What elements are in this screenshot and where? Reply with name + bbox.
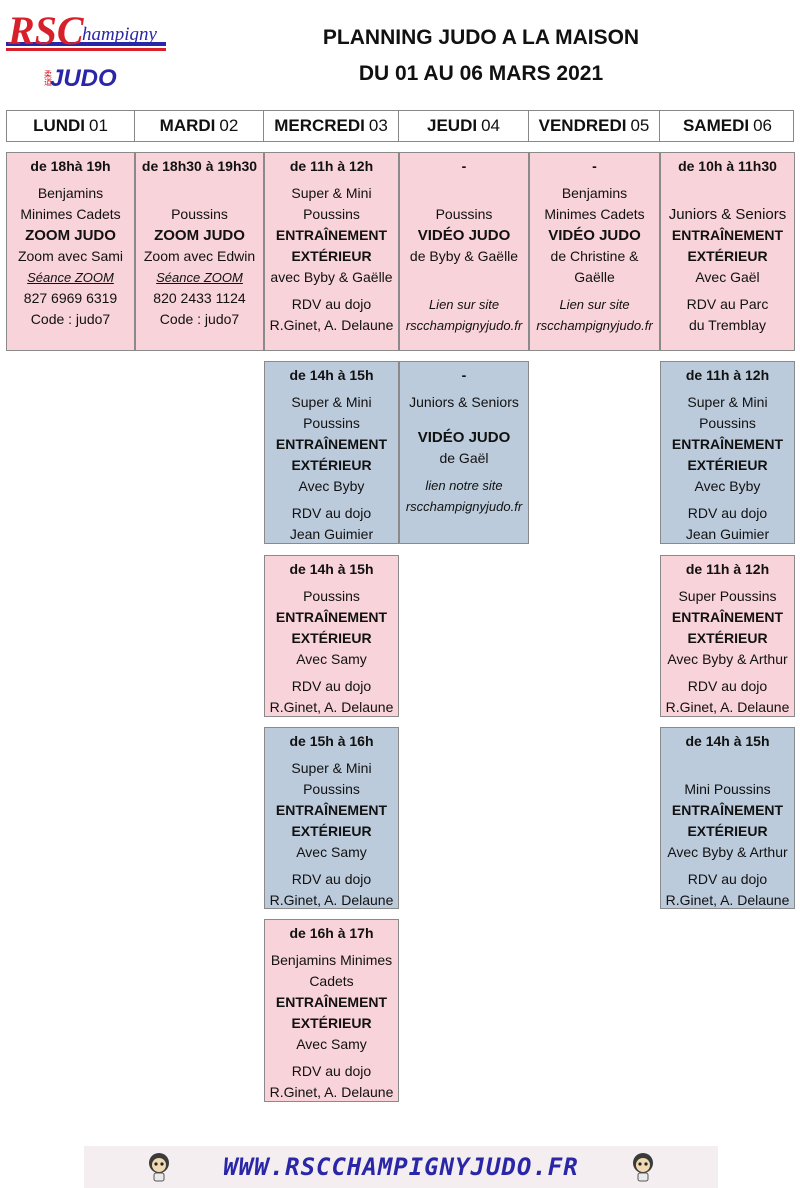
logo-city: hampigny [82,24,158,45]
session-samedi-3: de 11h à 12h Super Poussins ENTRAÎNEMENT… [660,555,795,717]
judoka-mascot-icon [633,1153,653,1182]
judoka-mascot-icon [149,1153,169,1182]
session-vendredi-1: - Benjamins Minimes Cadets VIDÉO JUDO de… [529,152,660,351]
session-mercredi-5: de 16h à 17h Benjamins Minimes Cadets EN… [264,919,399,1102]
logo-sport: JUDO [50,65,117,92]
club-logo: RSC hampigny JUDO 柔道 [6,8,166,92]
session-jeudi-1: - Poussins VIDÉO JUDO de Byby & Gaëlle L… [399,152,529,351]
page-subtitle: DU 01 AU 06 MARS 2021 [358,62,604,85]
logo-kanji: 柔道 [44,69,53,87]
footer-url[interactable]: WWW.RSCCHAMPIGNYJUDO.FR [223,1153,579,1181]
logo-club: RSC [7,8,85,53]
footer-banner: WWW.RSCCHAMPIGNYJUDO.FR [84,1146,718,1188]
session-mercredi-1: de 11h à 12h Super & Mini Poussins ENTRA… [264,152,399,351]
session-jeudi-2: - Juniors & Seniors VIDÉO JUDO de Gaël l… [399,361,529,544]
session-samedi-4: de 14h à 15h Mini Poussins ENTRAÎNEMENT … [660,727,795,909]
session-lundi-1: de 18hà 19h Benjamins Minimes Cadets ZOO… [6,152,135,351]
session-samedi-1: de 10h à 11h30 Juniors & Seniors ENTRAÎN… [660,152,795,351]
session-mercredi-2: de 14h à 15h Super & Mini Poussins ENTRA… [264,361,399,544]
session-samedi-2: de 11h à 12h Super & Mini Poussins ENTRA… [660,361,795,544]
session-mardi-1: de 18h30 à 19h30 Poussins ZOOM JUDO Zoom… [135,152,264,351]
session-mercredi-4: de 15h à 16h Super & Mini Poussins ENTRA… [264,727,399,909]
session-mercredi-3: de 14h à 15h Poussins ENTRAÎNEMENT EXTÉR… [264,555,399,717]
page-title: PLANNING JUDO A LA MAISON [322,26,640,49]
